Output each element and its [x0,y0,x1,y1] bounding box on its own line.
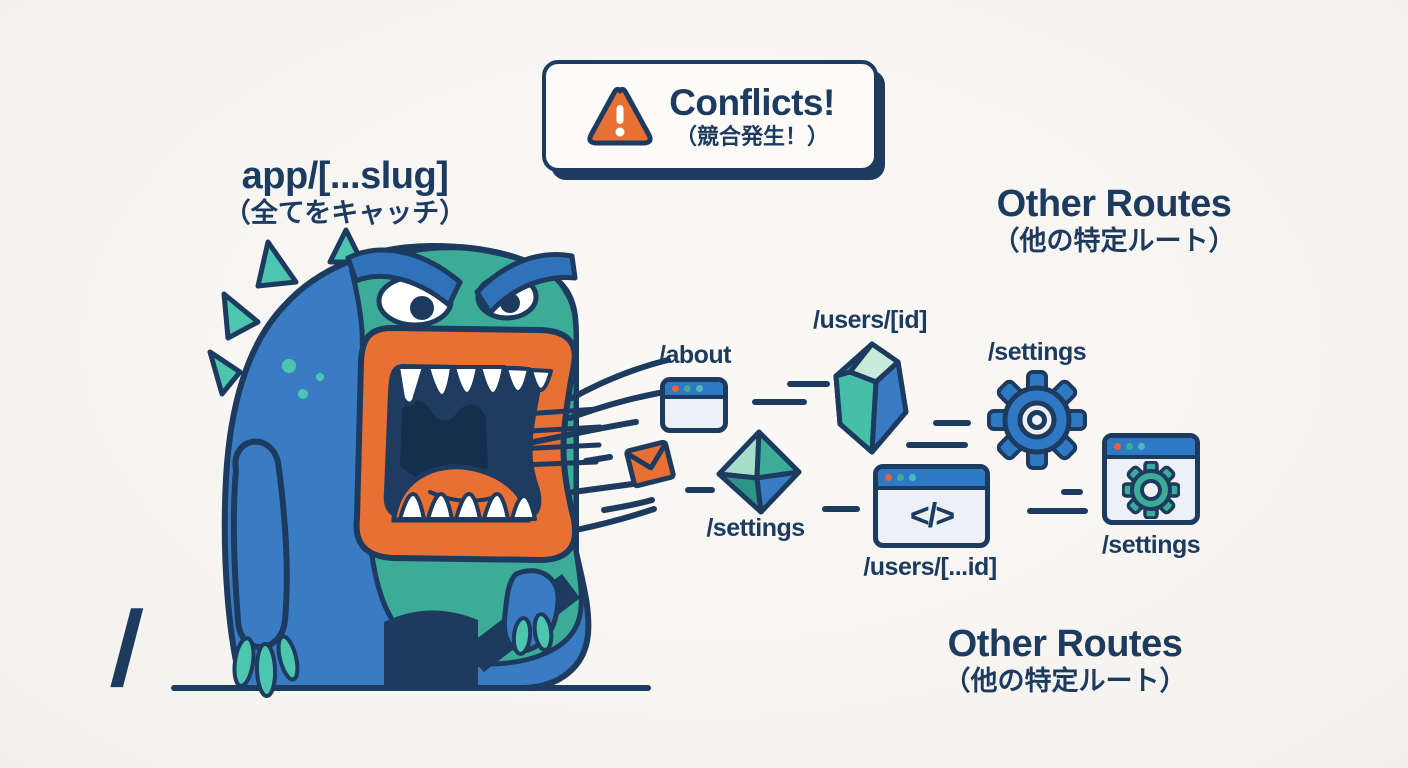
other-routes-top-label: Other Routes （他の特定ルート） [964,183,1264,257]
route-label-about: /about [659,341,732,369]
route-label-settings-top: /settings [987,338,1087,366]
motion-dash [787,381,830,387]
catch-all-label: app/[...slug] （全てをキャッチ） [195,155,495,229]
route-label-settings-mid: /settings [706,514,805,542]
other-routes-bottom-title: Other Routes [947,623,1183,665]
other-routes-bottom-label: Other Routes （他の特定ルート） [915,623,1215,697]
code-window-icon: </> [873,464,990,548]
route-label-users-catch-all: /users/[...id] [863,553,997,581]
monster-legs-gap [384,610,478,688]
crystal-icon [833,341,909,455]
gear-icon-small [1122,460,1180,519]
motion-dash [906,442,968,448]
motion-dash [1061,489,1083,495]
window-dot [1114,443,1121,450]
other-routes-bottom-subtitle-ja: （他の特定ルート） [943,666,1187,697]
motion-dash [752,399,807,405]
warning-triangle-icon [587,86,653,146]
banner-title: Conflicts! [669,81,835,123]
window-dot [897,474,904,481]
code-glyph: </> [909,497,955,535]
conflicts-banner: Conflicts! （競合発生！） [542,60,878,172]
route-label-settings-right: /settings [1101,531,1201,559]
window-dot [672,385,679,392]
monster-left-arm [230,438,300,698]
route-label-users-id: /users/[id] [813,306,927,334]
diamond-icon [716,429,802,515]
motion-dash [933,420,971,426]
monster-mouth [353,324,603,564]
gear-window-icon [1102,433,1200,525]
catch-all-title: app/[...slug] [241,155,449,197]
monster-spots [282,359,324,399]
window-dot [684,385,691,392]
catch-all-subtitle-ja: （全てをキャッチ） [223,198,467,229]
window-dot [885,474,892,481]
window-dot [1126,443,1133,450]
window-dot [1138,443,1145,450]
browser-window-icon [660,377,728,433]
window-dot [909,474,916,481]
motion-dash [1027,508,1088,514]
banner-subtitle-ja: （競合発生！） [674,124,829,150]
motion-dash [685,487,715,493]
other-routes-top-subtitle-ja: （他の特定ルート） [992,226,1236,257]
other-routes-top-title: Other Routes [996,183,1232,225]
envelope-icon [624,439,676,489]
monster-eyes [345,247,578,328]
window-dot [696,385,703,392]
motion-dash [822,506,860,512]
monster-spikes [207,227,365,397]
gear-icon [987,370,1087,470]
monster-right-paw [501,568,561,656]
